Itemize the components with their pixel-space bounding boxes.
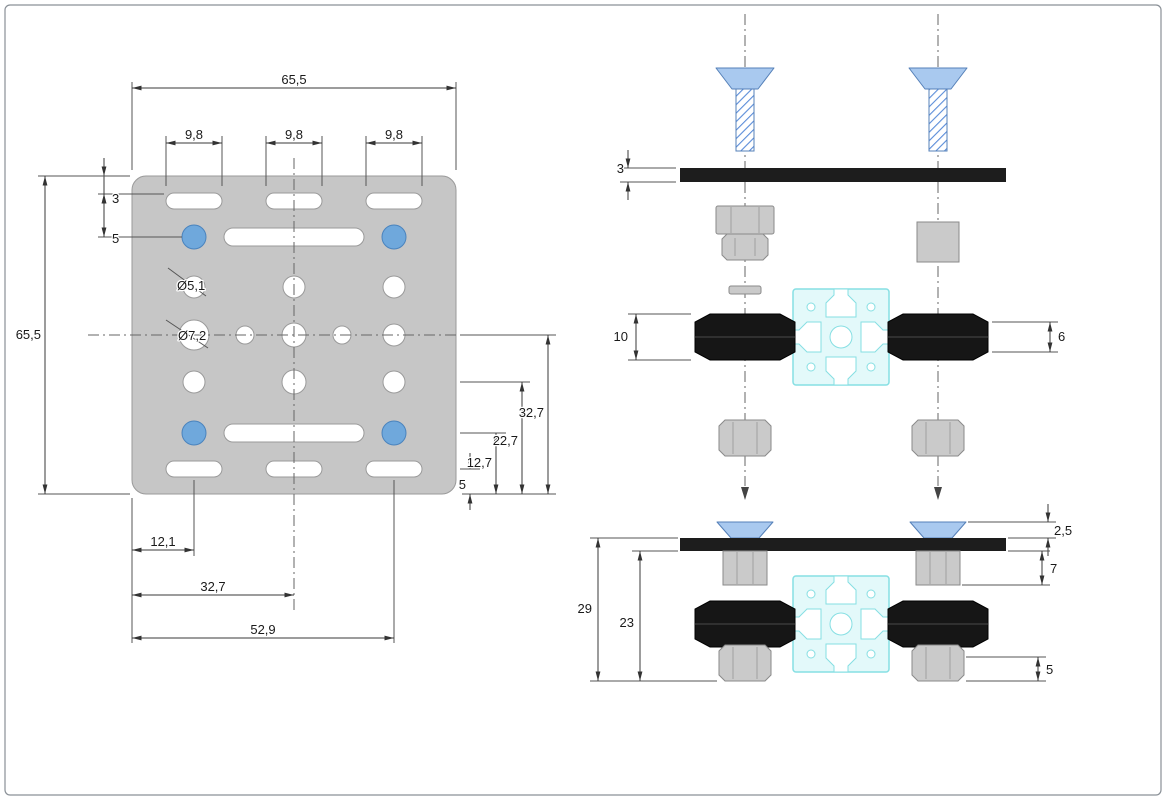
dimension-stack-height: 23 [618, 550, 678, 681]
dimension-label: 3 [617, 161, 624, 176]
dimension-label: 5 [112, 231, 119, 246]
square-spacer-right [916, 221, 960, 263]
dimension-wheel-width: 10 [612, 313, 691, 361]
slot-top-left [165, 192, 223, 210]
dimension-label: 65,5 [16, 327, 41, 342]
assembled-view: 2,5 7 5 29 23 [576, 504, 1073, 682]
blue-hole-bottom-right [381, 420, 407, 446]
extrusion-center-bore [829, 325, 853, 349]
dimension-slot-widths: 9,8 9,8 9,8 [165, 126, 423, 186]
hole [382, 370, 406, 394]
hole-diameter-label: Ø7,2 [178, 328, 206, 343]
dimension-screw-head-height: 2,5 [968, 504, 1073, 556]
dimension-nut-height: 5 [966, 656, 1054, 682]
spacer-block-left [715, 205, 775, 235]
extrusion-corner-bore [866, 649, 876, 659]
plate-top-view: Ø5,1 Ø7,2 65,5 9,8 9,8 9,8 3 5 [14, 71, 556, 643]
dimension-label: 12,7 [467, 455, 492, 470]
extrusion-corner-bore [806, 302, 816, 312]
hex-nut-lower-left [718, 419, 772, 457]
vwheel-right [887, 600, 989, 648]
screw-right [908, 67, 968, 152]
extrusion-center-bore [829, 612, 853, 636]
leader-line [165, 319, 209, 349]
extrusion-corner-bore [866, 302, 876, 312]
dimension-label: 65,5 [281, 72, 306, 87]
dimension-label: 9,8 [185, 127, 203, 142]
hole-diameter-label: Ø5,1 [177, 278, 205, 293]
vwheel-left [694, 600, 796, 648]
leader-line [167, 267, 207, 297]
screw-shaft [928, 88, 948, 152]
dimension-label: 5 [459, 477, 466, 492]
extrusion-slot-right [860, 321, 890, 353]
dimension-label: 2,5 [1054, 523, 1072, 538]
slot-top-right [365, 192, 423, 210]
assembly-direction-arrow-right [934, 487, 942, 500]
dimension-left-height: 65,5 [14, 175, 130, 495]
assembly-direction-arrow-left [741, 487, 749, 500]
extrusion-slot-right [860, 608, 890, 640]
dimension-label: 52,9 [250, 622, 275, 637]
blue-hole-bottom-left [181, 420, 207, 446]
screw-left [715, 67, 775, 152]
screw-head [908, 67, 968, 90]
dimension-label: 32,7 [200, 579, 225, 594]
hole [382, 275, 406, 299]
extrusion-corner-bore [866, 362, 876, 372]
dimension-label: 5 [1046, 662, 1053, 677]
dimension-label: 9,8 [285, 127, 303, 142]
dimension-label: 6 [1058, 329, 1065, 344]
dimension-spacer-height: 7 [962, 550, 1058, 586]
extrusion-slot-bottom [825, 643, 857, 673]
vwheel-left [694, 313, 796, 361]
extrusion-slot-bottom [825, 356, 857, 386]
dimension-label: 10 [614, 329, 628, 344]
dimension-label: 9,8 [385, 127, 403, 142]
slot-bottom-right [365, 460, 423, 478]
dimension-edge-offsets: 3 5 [98, 158, 182, 247]
shim-washer-left [728, 285, 762, 295]
dimension-label: 12,1 [150, 534, 175, 549]
hole [182, 370, 206, 394]
extrusion-corner-bore [806, 362, 816, 372]
dimension-label: 23 [620, 615, 634, 630]
vwheel-right [887, 313, 989, 361]
hex-nut-right [911, 644, 965, 682]
cover-plate [680, 538, 1006, 551]
slot-bottom-left [165, 460, 223, 478]
vslot-extrusion-assembled [792, 575, 890, 673]
hex-nut-left [718, 644, 772, 682]
dimension-wheel-contact: 6 [992, 321, 1066, 353]
blue-hole-top-left [181, 224, 207, 250]
spacer-block-right [915, 550, 961, 586]
extrusion-slot-top [825, 575, 857, 605]
dimension-top-width: 65,5 [131, 71, 457, 170]
dimension-label: 29 [578, 601, 592, 616]
exploded-assembly-view: 3 [612, 14, 1066, 500]
dimension-bottom-stack: 12,1 32,7 52,9 [131, 480, 395, 643]
extrusion-corner-bore [866, 589, 876, 599]
hex-nut-upper-left [721, 233, 769, 261]
extrusion-corner-bore [806, 589, 816, 599]
hex-nut-lower-right [911, 419, 965, 457]
dimension-label: 7 [1050, 561, 1057, 576]
dimension-overall-height: 29 [576, 537, 717, 682]
extrusion-corner-bore [806, 649, 816, 659]
cover-plate [680, 168, 1006, 182]
screw-head [715, 67, 775, 90]
dimension-label: 3 [112, 191, 119, 206]
dimension-right-stack: 32,7 22,7 12,7 5 [458, 334, 556, 510]
dimension-plate-thickness: 3 [616, 150, 676, 200]
vslot-extrusion-exploded [792, 288, 890, 386]
blue-hole-top-right [381, 224, 407, 250]
extrusion-slot-top [825, 288, 857, 318]
screw-shaft [735, 88, 755, 152]
dimension-label: 22,7 [493, 433, 518, 448]
dimension-label: 32,7 [519, 405, 544, 420]
spacer-block-left [722, 550, 768, 586]
